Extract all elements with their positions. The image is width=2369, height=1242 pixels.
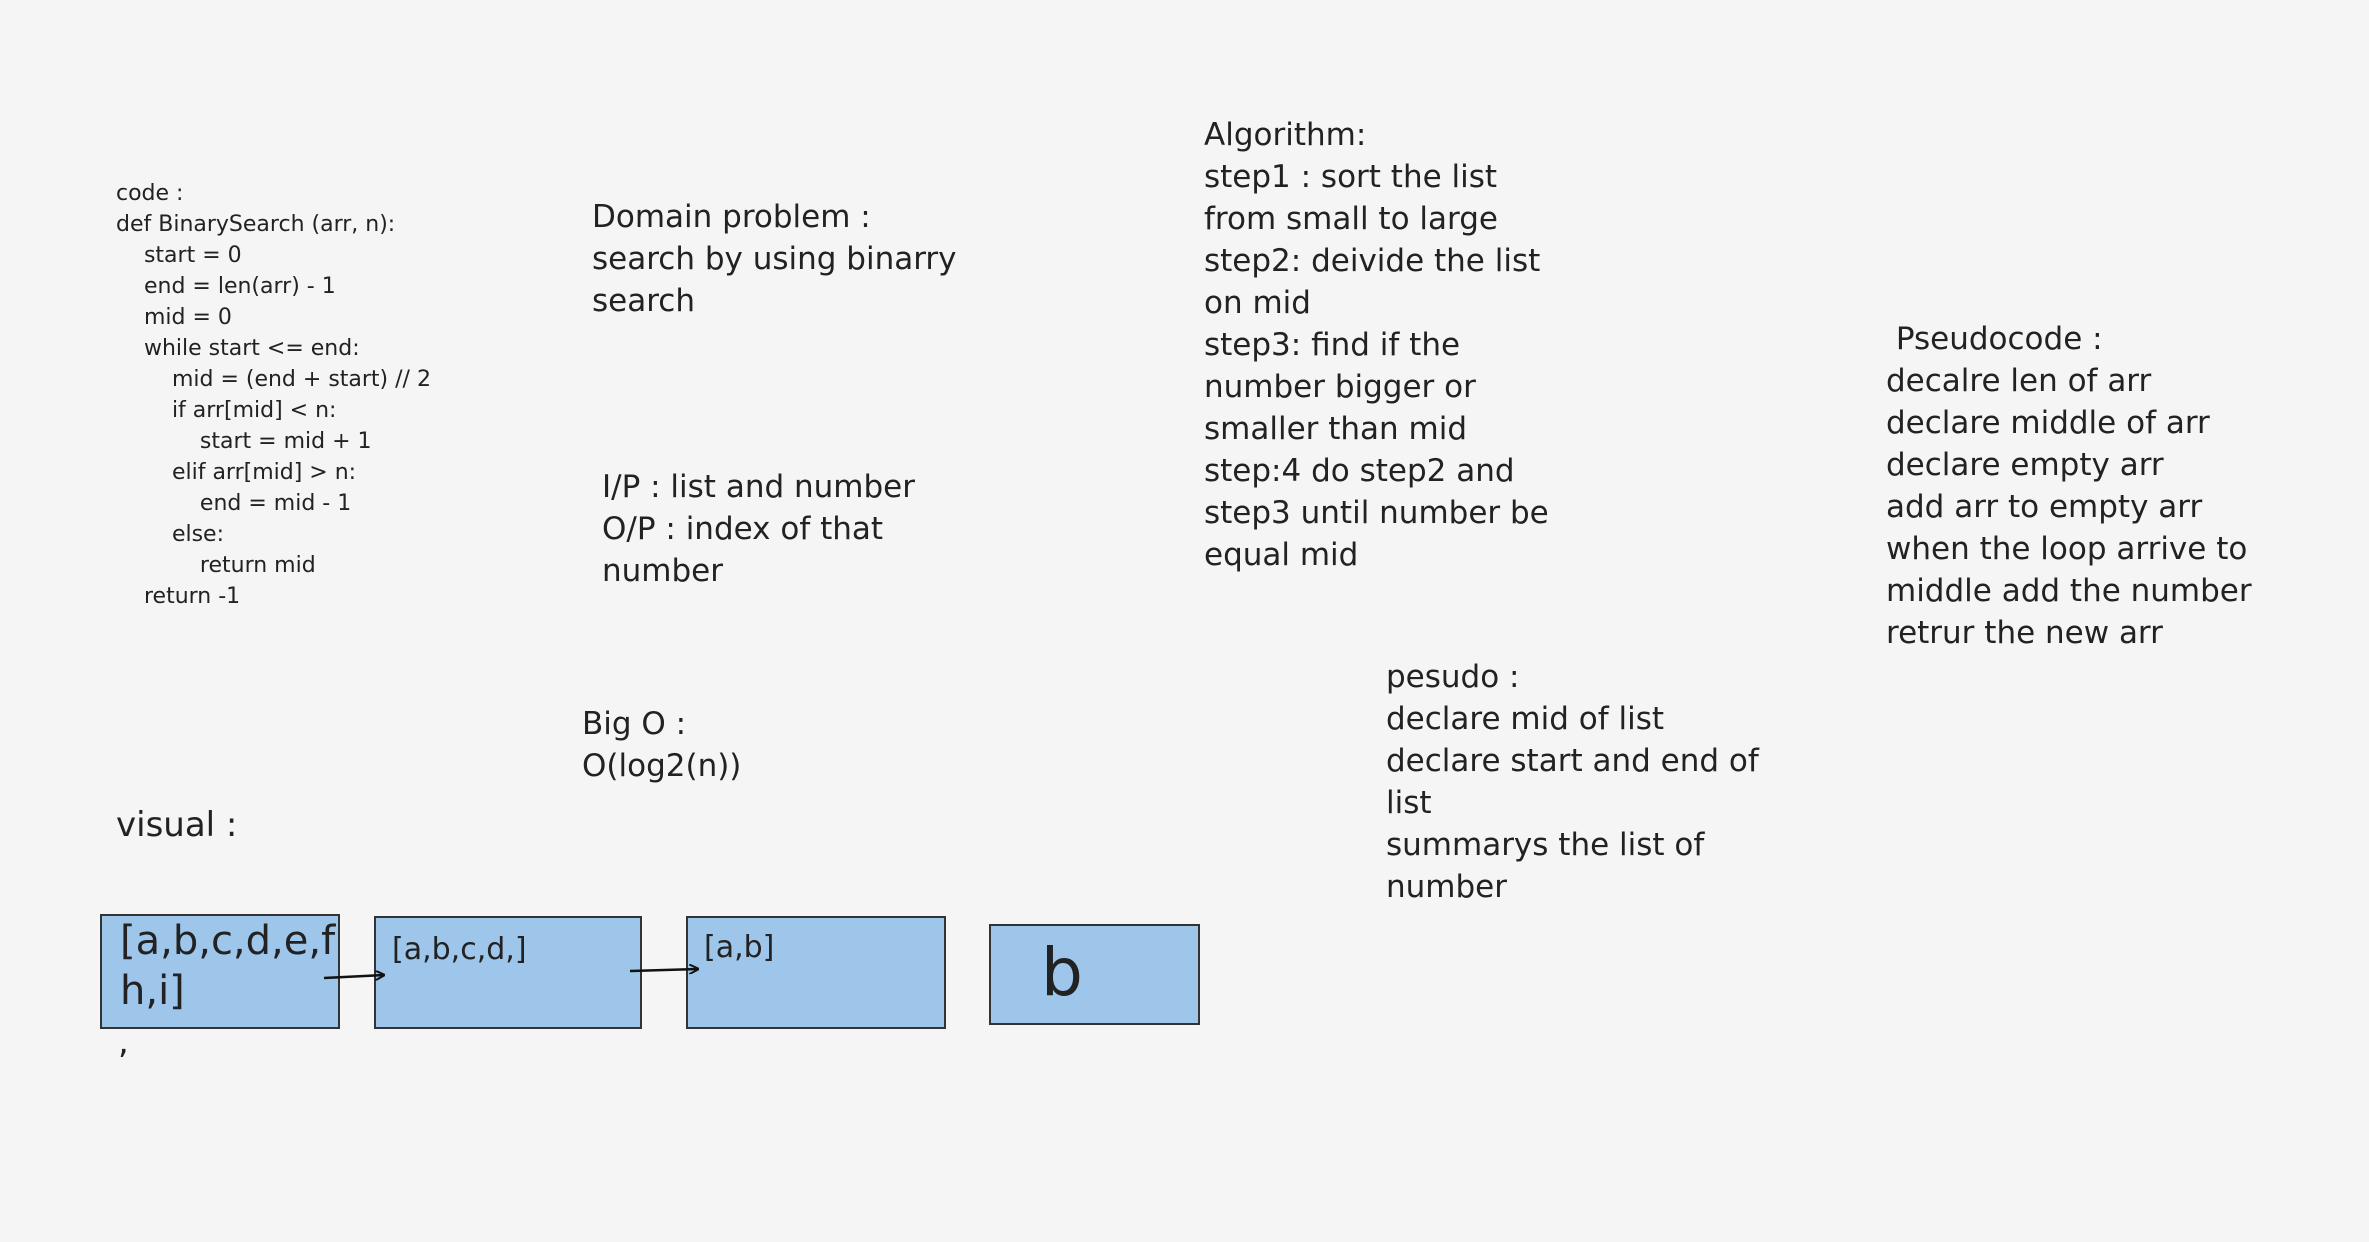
code-line: if arr[mid] < n: [116,398,337,423]
algorithm-line: step2: deivide the list [1204,243,1541,279]
algorithm-line: number bigger or [1204,369,1476,405]
input-output-note: I/P : list and number O/P : index of tha… [602,466,915,592]
big-o-note: Big O : O(log2(n)) [582,703,741,787]
array-box-text: b [1041,934,1083,1011]
algorithm-line: step3 until number be [1204,495,1549,531]
output-line: O/P : index of that [602,511,884,547]
pesudo-heading: pesudo : [1386,659,1520,695]
pesudo-line: summarys the list of [1386,827,1705,863]
algorithm-note: Algorithm: step1 : sort the list from sm… [1204,114,1549,576]
algorithm-line: step3: find if the [1204,327,1461,363]
code-line: elif arr[mid] > n: [116,460,357,485]
pesudo-line: declare mid of list [1386,701,1665,737]
pseudocode-line: declare empty arr [1886,447,2164,483]
algorithm-line: equal mid [1204,537,1359,573]
domain-problem-note: Domain problem : search by using binarry… [592,196,957,322]
array-box-half: [a,b,c,d,] [374,916,642,1029]
code-line: start = mid + 1 [116,429,372,454]
pseudocode-line: decalre len of arr [1886,363,2152,399]
visual-label: visual : [116,805,238,845]
array-box-full: [a,b,c,d,e,f, h,i] [100,914,340,1029]
array-box-text: [a,b,c,d,] [392,932,527,967]
stray-comma-mark: , [118,1022,129,1062]
array-box-text: [a,b] [704,930,775,965]
pesudo-line: declare start and end of [1386,743,1759,779]
code-line: end = mid - 1 [116,491,352,516]
code-line: while start <= end: [116,336,360,361]
pseudocode-line: middle add the number [1886,573,2252,609]
pseudocode-line: when the loop arrive to [1886,531,2248,567]
algorithm-line: step:4 do step2 and [1204,453,1515,489]
pseudocode-line: declare middle of arr [1886,405,2210,441]
domain-heading: Domain problem : [592,199,871,235]
array-box-quarter: [a,b] [686,916,946,1029]
pesudo-line: list [1386,785,1432,821]
pseudocode-line: retrur the new arr [1886,615,2163,651]
code-line: end = len(arr) - 1 [116,274,336,299]
output-line: number [602,553,723,589]
pseudocode-heading: Pseudocode : [1886,321,2103,357]
array-box-text: [a,b,c,d,e,f, h,i] [120,918,340,1014]
code-line: return -1 [116,584,241,609]
algorithm-heading: Algorithm: [1204,117,1367,153]
code-line: start = 0 [116,243,242,268]
big-o-heading: Big O : [582,706,687,742]
big-o-value: O(log2(n)) [582,748,742,784]
domain-line: search by using binarry [592,241,957,277]
code-line: else: [116,522,225,547]
array-box-result: b [989,924,1200,1025]
code-line: return mid [116,553,316,578]
algorithm-line: from small to large [1204,201,1498,237]
pseudocode-line: add arr to empty arr [1886,489,2203,525]
input-line: I/P : list and number [602,469,915,505]
algorithm-line: smaller than mid [1204,411,1468,447]
pesudo-line: number [1386,869,1507,905]
code-line: def BinarySearch (arr, n): [116,212,396,237]
code-line: code : [116,181,184,206]
algorithm-line: on mid [1204,285,1311,321]
code-line: mid = (end + start) // 2 [116,367,431,392]
domain-line: search [592,283,695,319]
code-line: mid = 0 [116,305,232,330]
algorithm-line: step1 : sort the list [1204,159,1498,195]
pesudo-note: pesudo : declare mid of list declare sta… [1386,656,1759,908]
pseudocode-note: Pseudocode : decalre len of arr declare … [1886,318,2252,654]
code-block: code : def BinarySearch (arr, n): start … [116,178,431,612]
